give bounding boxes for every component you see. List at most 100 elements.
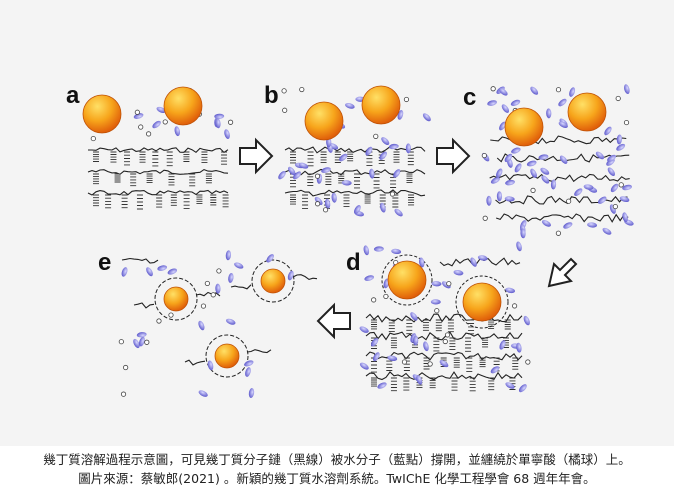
water-molecule — [266, 254, 274, 263]
water-molecule — [559, 155, 568, 164]
ion-dot — [373, 133, 379, 139]
water-molecule — [610, 183, 619, 193]
water-molecule — [541, 175, 550, 184]
water-molecule — [526, 160, 537, 167]
chain-crosslink — [390, 337, 397, 349]
water-molecule — [439, 359, 449, 368]
water-molecule — [381, 137, 390, 145]
ion-dot — [204, 280, 210, 287]
chain-crosslink — [423, 357, 430, 370]
chain-crosslink — [136, 194, 143, 210]
water-molecule — [616, 143, 626, 151]
chain-crosslink — [482, 337, 489, 348]
ion-dot — [138, 124, 144, 130]
water-molecule — [377, 382, 387, 389]
water-molecule — [339, 153, 348, 162]
water-molecule — [359, 362, 369, 370]
chitin-chain — [246, 349, 272, 354]
chain-crosslink — [479, 357, 486, 368]
water-molecule — [604, 126, 612, 136]
ion-dot — [618, 182, 624, 188]
water-molecule — [321, 167, 331, 174]
caption-line-1: 幾丁質溶解過程示意圖，可見幾丁質分子鏈（黑線）被水分子（藍點）撐開，並纏繞於單寧… — [43, 452, 631, 467]
chain-crosslink — [447, 319, 454, 333]
water-molecule — [324, 198, 331, 209]
chain-crosslink — [390, 377, 397, 392]
water-molecule — [569, 87, 576, 97]
water-molecule — [607, 154, 617, 162]
chain-crosslink — [504, 319, 511, 330]
tannic-acid-sphere — [462, 282, 502, 322]
water-molecule — [207, 360, 214, 371]
chain-crosslink — [488, 319, 495, 329]
wrapping-chain — [381, 254, 433, 306]
water-molecule — [510, 99, 521, 106]
water-molecule — [379, 151, 388, 160]
chitin-dissolution-diagram: a b c d e — [66, 82, 634, 398]
water-molecule — [423, 341, 429, 352]
water-molecule — [607, 167, 616, 177]
water-molecule — [504, 196, 515, 202]
water-molecule — [393, 169, 401, 178]
water-molecule — [496, 191, 503, 202]
ion-dot — [442, 338, 448, 345]
panel-label-a: a — [66, 82, 80, 109]
chain-crosslink — [139, 151, 146, 163]
chain-crosslink — [512, 357, 519, 370]
chain-crosslink — [93, 194, 99, 207]
tannic-acid-sphere — [214, 343, 240, 369]
water-molecule — [345, 103, 355, 109]
water-molecule — [574, 188, 583, 196]
chain-crosslink — [205, 173, 212, 184]
water-molecule — [558, 121, 568, 128]
chain-crosslink — [451, 377, 458, 391]
water-molecule — [516, 342, 522, 353]
water-molecule — [504, 153, 513, 163]
tannic-acid-spheres — [82, 85, 607, 369]
water-molecule — [372, 352, 380, 362]
water-molecule — [225, 318, 236, 325]
chain-crosslink — [334, 151, 341, 163]
ion-dot — [389, 191, 396, 197]
chain-crosslink — [509, 377, 516, 390]
chain-crosslink — [468, 319, 475, 335]
water-molecule — [505, 287, 516, 294]
chain-crosslink — [210, 194, 217, 206]
water-molecule — [354, 204, 361, 214]
tannic-acid-sphere — [387, 260, 427, 300]
water-molecule — [405, 143, 411, 154]
chain-crosslink — [406, 173, 413, 184]
water-molecule — [387, 355, 398, 362]
ion-dot — [123, 364, 129, 371]
tannic-acid-sphere — [504, 107, 544, 147]
ion-dot — [210, 292, 216, 298]
water-molecule — [244, 360, 254, 367]
panel-label-c: c — [463, 84, 476, 111]
water-molecule — [518, 384, 527, 393]
ion-dot — [403, 96, 410, 103]
chain-crosslink — [393, 151, 400, 163]
chain-crosslink — [196, 194, 203, 204]
water-molecule — [198, 390, 208, 397]
water-molecule — [133, 113, 144, 119]
water-molecule — [602, 227, 612, 235]
chitin-chain — [87, 168, 229, 175]
water-molecule — [365, 146, 373, 156]
ion-dot — [481, 152, 487, 159]
water-molecule — [314, 196, 323, 205]
chain-crosslink — [403, 377, 410, 391]
ion-dot — [612, 203, 618, 210]
tannic-acid-sphere — [567, 92, 607, 132]
water-molecule — [499, 121, 507, 131]
ion-dot — [482, 215, 488, 221]
ion-dot — [371, 297, 377, 303]
water-molecule — [530, 168, 537, 178]
water-molecule — [133, 338, 140, 349]
water-molecule — [563, 222, 573, 229]
chitin-chain — [88, 147, 229, 154]
water-molecule — [341, 180, 352, 186]
water-molecule — [490, 177, 500, 184]
water-molecule — [410, 312, 418, 321]
tannic-acid-sphere — [163, 286, 189, 312]
ion-dot — [162, 119, 168, 125]
